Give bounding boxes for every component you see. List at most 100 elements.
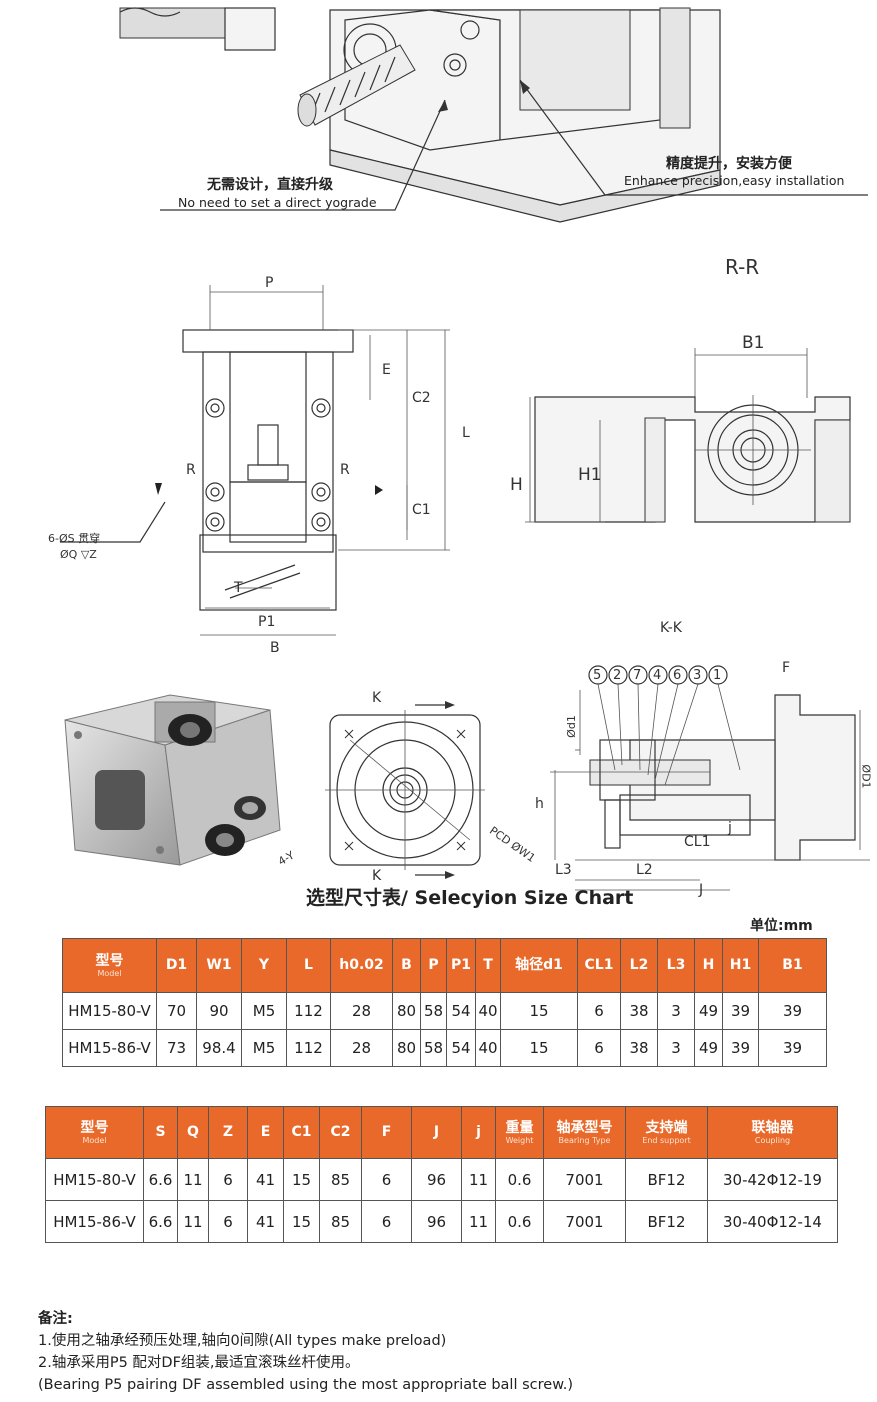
table-cell: 85	[319, 1200, 362, 1243]
table-cell: HM15-86-V	[45, 1200, 144, 1243]
table-cell: 39	[722, 1029, 759, 1067]
rr-section-drawing	[525, 348, 851, 523]
table-cell: BF12	[625, 1200, 708, 1243]
table-cell: 15	[283, 1200, 320, 1243]
table-cell: 38	[620, 992, 658, 1030]
table-cell: 15	[283, 1158, 320, 1201]
table-row: HM15-86-V 73 98.4 M5 112 28 80 58 54 40 …	[62, 1029, 827, 1067]
dim-l: L	[462, 425, 470, 441]
dim-p: P	[265, 275, 274, 291]
balloon-5-text: 6	[673, 668, 682, 683]
table-row: HM15-86-V 6.6 11 6 41 15 85 6 96 11 0.6 …	[45, 1200, 838, 1243]
dim-t: T	[234, 580, 243, 596]
table-cell: 15	[500, 1029, 578, 1067]
table1-header-w1: W1	[196, 938, 242, 993]
table-cell: 6	[361, 1200, 412, 1243]
table-cell: 58	[420, 1029, 447, 1067]
dim-h: H	[510, 475, 523, 495]
dim-e: E	[382, 362, 391, 378]
table-cell: 30-42Φ12-19	[707, 1158, 838, 1201]
balloon-3-text: 7	[633, 668, 642, 683]
mounting-holes	[205, 398, 331, 532]
dim-h-small: h	[535, 796, 544, 812]
table1-header-p1: P1	[446, 938, 476, 993]
table-cell: 6	[208, 1200, 248, 1243]
table-cell: 6	[577, 1029, 621, 1067]
table-cell: 112	[286, 992, 331, 1030]
table-cell: 30-40Φ12-14	[707, 1200, 838, 1243]
note-line-1: 1.使用之轴承经预压处理,轴向0间隙(All types make preloa…	[38, 1333, 447, 1349]
table2-header-e: E	[247, 1106, 284, 1159]
dim-p1: P1	[258, 614, 276, 630]
table-cell: 3	[657, 1029, 695, 1067]
table2-header-q: Q	[177, 1106, 209, 1159]
table-cell: 39	[758, 1029, 827, 1067]
table1-header-l3: L3	[657, 938, 695, 993]
note-line-2: 2.轴承采用P5 配对DF组装,最适宜滚珠丝杆使用。	[38, 1355, 360, 1371]
section-r-right: R	[340, 462, 350, 478]
table-cell: BF12	[625, 1158, 708, 1201]
table-cell: 85	[319, 1158, 362, 1201]
balloon-4-text: 4	[653, 668, 662, 683]
table-row: HM15-80-V 6.6 11 6 41 15 85 6 96 11 0.6 …	[45, 1158, 838, 1201]
table-cell: HM15-80-V	[62, 992, 157, 1030]
table2-header-j-small: j	[461, 1106, 496, 1159]
callout-right-zh: 精度提升，安装方便	[666, 156, 792, 172]
dim-c1: C1	[412, 502, 431, 518]
table-cell: 0.6	[495, 1158, 544, 1201]
table-cell: 11	[177, 1158, 209, 1201]
table-cell: 80	[392, 992, 421, 1030]
table-cell: 58	[420, 992, 447, 1030]
table2-header-j: J	[411, 1106, 462, 1159]
kk-section-drawing	[550, 665, 870, 891]
dim-b: B	[270, 640, 280, 656]
table2-header-c1: C1	[283, 1106, 320, 1159]
kk-title: K-K	[660, 620, 682, 636]
table-cell: 54	[446, 1029, 476, 1067]
callout-left-en: No need to set a direct yograde	[178, 195, 377, 210]
table-cell: M5	[241, 1029, 287, 1067]
left-screw	[119, 7, 276, 51]
table2-header-z: Z	[208, 1106, 248, 1159]
table-cell: 40	[475, 1029, 501, 1067]
table-cell: HM15-86-V	[62, 1029, 157, 1067]
dim-j-small: j	[728, 820, 732, 836]
table-cell: M5	[241, 992, 287, 1030]
section-r-left: R	[186, 462, 196, 478]
table1-header-hh: H	[694, 938, 723, 993]
table-cell: 6.6	[143, 1158, 178, 1201]
dim-h1: H1	[578, 465, 602, 485]
table-cell: HM15-80-V	[45, 1158, 144, 1201]
table2-header-s: S	[143, 1106, 178, 1159]
unit-label: 单位:mm	[750, 918, 813, 934]
notes-section: 备注: 1.使用之轴承经预压处理,轴向0间隙(All types make pr…	[38, 1308, 573, 1396]
notes-heading: 备注:	[38, 1311, 73, 1327]
table-cell: 0.6	[495, 1200, 544, 1243]
rr-title: R-R	[725, 255, 760, 279]
table-cell: 73	[156, 1029, 197, 1067]
table1-header-d1: D1	[156, 938, 197, 993]
table-cell: 11	[461, 1200, 496, 1243]
dim-b1: B1	[742, 333, 765, 353]
hole-note-2: ØQ ▽Z	[60, 548, 97, 561]
table-cell: 39	[758, 992, 827, 1030]
table-cell: 7001	[543, 1200, 626, 1243]
table-cell: 28	[330, 1029, 393, 1067]
k-top-label: K	[372, 690, 382, 706]
table1-header-y: Y	[241, 938, 287, 993]
table-cell: 41	[247, 1158, 284, 1201]
table-cell: 40	[475, 992, 501, 1030]
table-cell: 6	[361, 1158, 412, 1201]
callout-left-zh: 无需设计，直接升级	[207, 177, 333, 193]
table-row: HM15-80-V 70 90 M5 112 28 80 58 54 40 15…	[62, 992, 827, 1030]
k-bottom-label: K	[372, 868, 382, 884]
table-cell: 96	[411, 1158, 462, 1201]
balloon-7-text: 1	[713, 668, 722, 683]
table1-header-shaft: 轴径d1	[500, 938, 578, 993]
callout-right-en: Enhance precision,easy installation	[624, 173, 845, 188]
